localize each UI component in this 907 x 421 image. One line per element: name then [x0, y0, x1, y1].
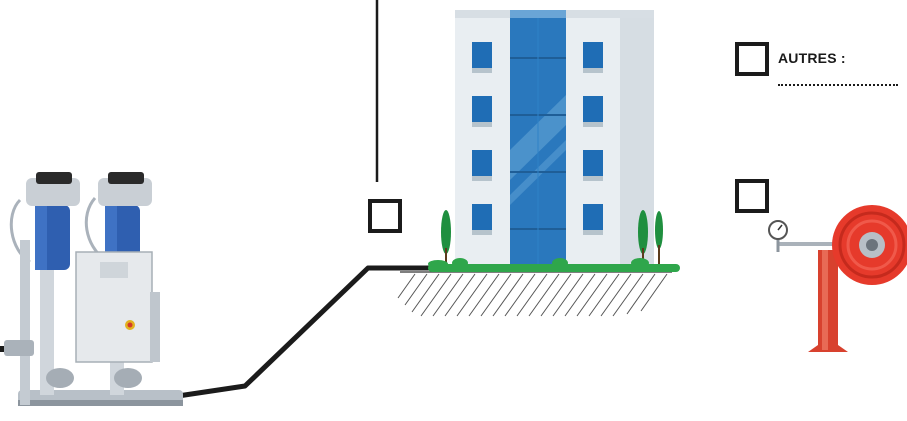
building-checkbox[interactable]: [368, 199, 402, 233]
fire-hose-reel-icon: [769, 205, 907, 352]
autres-label: AUTRES :: [778, 50, 846, 66]
autres-checkbox[interactable]: [735, 42, 769, 76]
pipe-line: [178, 268, 432, 396]
autres-input-line[interactable]: [778, 84, 898, 86]
hose-reel-checkbox[interactable]: [735, 179, 769, 213]
ground-hatching: [398, 272, 672, 316]
apartment-building-icon: [428, 10, 680, 272]
booster-pump-set-icon: [4, 172, 183, 406]
